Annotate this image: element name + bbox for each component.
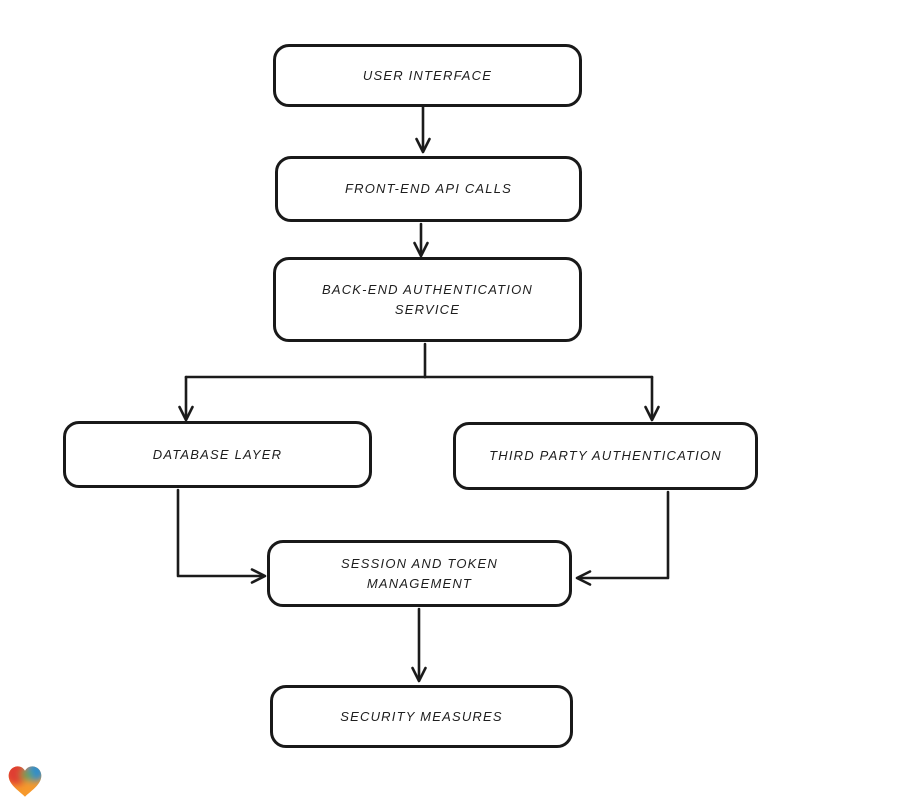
node-label: FRONT-END API CALLS — [344, 181, 513, 196]
node-back-end-authentication-service[interactable]: BACK-END AUTHENTICATION SERVICE — [273, 257, 582, 342]
node-database-layer[interactable]: DATABASE LAYER — [63, 421, 372, 488]
node-security-measures[interactable]: SECURITY MEASURES — [270, 685, 573, 748]
node-label: SESSION AND TOKEN MANAGEMENT — [341, 555, 498, 591]
edge-back-end-authentication-service-to-database-layer — [178, 342, 427, 422]
node-label: DATABASE LAYER — [152, 446, 283, 462]
edge-database-layer-to-session-and-token-management — [176, 488, 267, 584]
edge-back-end-authentication-service-to-third-party-authentication — [423, 375, 660, 422]
edge-session-and-token-management-to-security-measures — [411, 607, 427, 683]
node-user-interface[interactable]: USER INTERFACE — [273, 44, 582, 107]
node-label: USER INTERFACE — [362, 67, 493, 83]
node-label: SECURITY MEASURES — [340, 708, 503, 724]
edge-third-party-authentication-to-session-and-token-management — [575, 490, 670, 586]
node-label: THIRD PARTY AUTHENTICATION — [489, 448, 722, 463]
edge-user-interface-to-front-end-api-calls — [415, 105, 431, 154]
gradient-heart-logo[interactable] — [7, 763, 43, 800]
edge-front-end-api-calls-to-back-end-authentication-service — [413, 222, 429, 258]
node-third-party-authentication[interactable]: THIRD PARTY AUTHENTICATION — [453, 422, 758, 490]
node-label: BACK-END AUTHENTICATION SERVICE — [321, 281, 534, 317]
node-front-end-api-calls[interactable]: FRONT-END API CALLS — [275, 156, 582, 222]
node-session-and-token-management[interactable]: SESSION AND TOKEN MANAGEMENT — [267, 540, 572, 607]
